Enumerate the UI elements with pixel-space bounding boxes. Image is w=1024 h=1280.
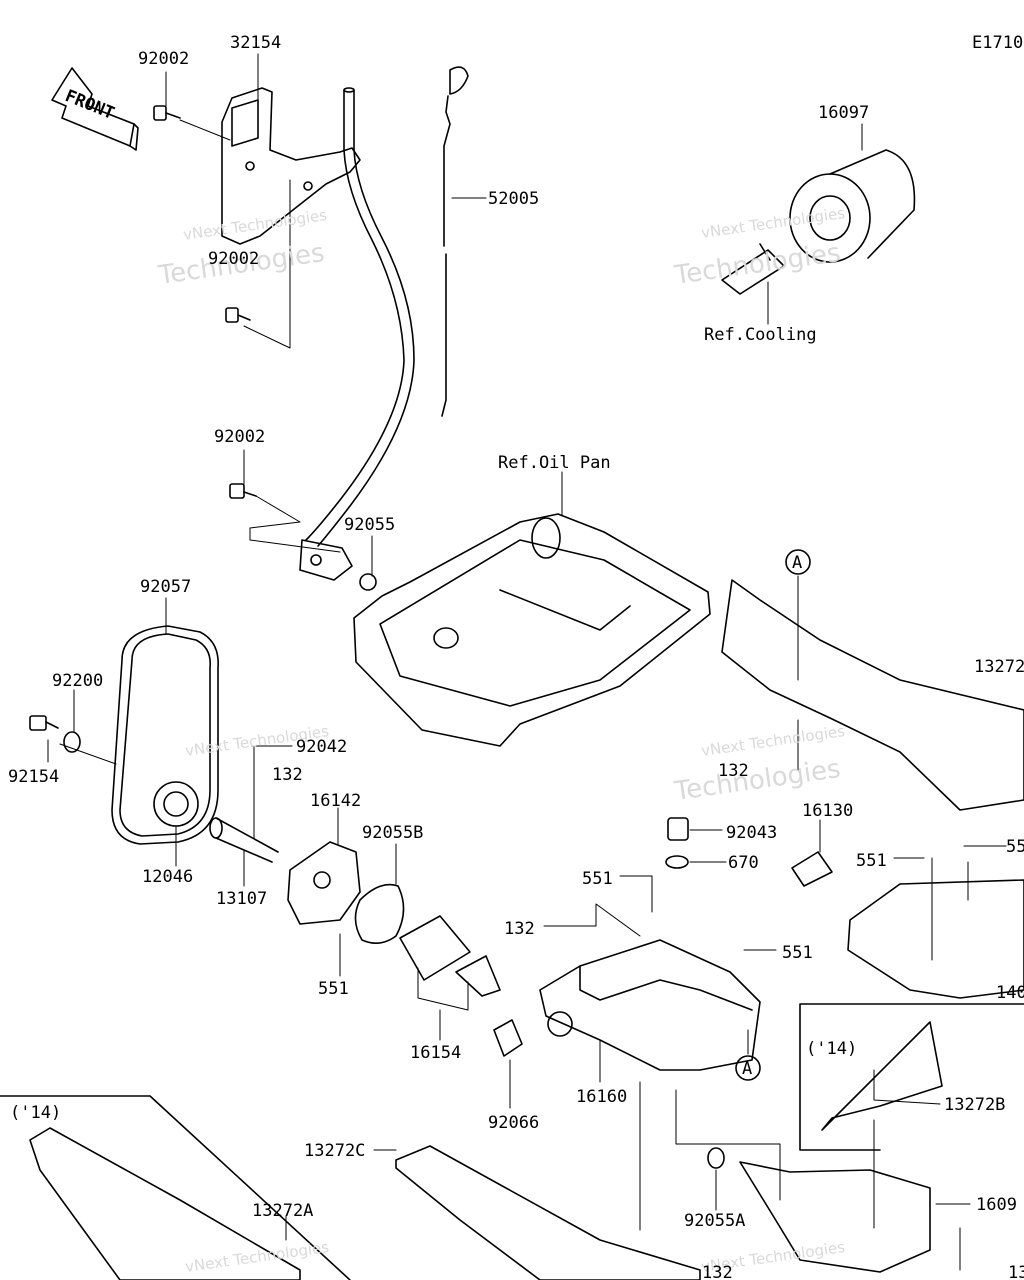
variant-box-right: [799, 1003, 1024, 1151]
ref-oil-pan-label: Ref.Oil Pan: [498, 453, 611, 473]
part-label-92055: 92055: [344, 515, 395, 535]
part-label-92042: 92042: [296, 737, 347, 757]
callout-circle-bottom: [735, 1055, 761, 1081]
part-label-92154: 92154: [8, 767, 59, 787]
watermark: vNext Technologies: [700, 722, 846, 760]
right-cover: [847, 879, 1024, 999]
part-label-55-cut: 55: [1006, 837, 1024, 857]
washer-92200: [63, 731, 81, 753]
part-label-16160: 16160: [576, 1087, 627, 1107]
variant-note: ('14): [806, 1039, 857, 1059]
oil-pan: [353, 513, 711, 747]
dipstick-tube: [299, 87, 415, 581]
part-label-92055A: 92055A: [684, 1211, 745, 1231]
part-label-132: 132: [272, 765, 303, 785]
part-label-551: 551: [582, 869, 613, 889]
part-label-13272: 13272: [974, 657, 1024, 677]
sprocket-12046: [153, 781, 199, 827]
chain-92057: [111, 625, 219, 845]
o-ring-670: [665, 855, 689, 869]
part-label-52005: 52005: [488, 189, 539, 209]
plug-92066: [493, 1019, 523, 1057]
part-label-92002: 92002: [138, 49, 189, 69]
part-label-670: 670: [728, 853, 759, 873]
plate-13272B: [821, 1021, 943, 1131]
oil-pump-16142: [287, 841, 361, 925]
rotor-16154: [399, 915, 501, 997]
part-label-12046: 12046: [142, 867, 193, 887]
bolt-92154: [29, 715, 59, 731]
part-label-16142: 16142: [310, 791, 361, 811]
bushing-92043: [667, 817, 689, 841]
bolt-92002-top: [153, 105, 181, 121]
strainer: [739, 1161, 931, 1273]
bolt-92002-mid: [225, 307, 251, 323]
part-labels: E1710 32154 92002 92002 92002 52005 1609…: [8, 33, 1024, 1280]
bracket-32154: [221, 87, 361, 245]
baffle-13272C: [395, 1145, 701, 1280]
baffle-13272-top: [721, 579, 1024, 811]
fitting-16130: [791, 851, 833, 887]
watermark: Technologies: [672, 754, 843, 807]
part-label-92002: 92002: [214, 427, 265, 447]
part-label-92043: 92043: [726, 823, 777, 843]
callout-label: A: [742, 1059, 752, 1079]
part-label-92057: 92057: [140, 577, 191, 597]
ref-cooling-label: Ref.Cooling: [704, 325, 817, 345]
part-label-1609-cut: 1609: [976, 1195, 1017, 1215]
part-label-551: 551: [318, 979, 349, 999]
pump-body-16160: [539, 939, 761, 1071]
part-label-16097: 16097: [818, 103, 869, 123]
part-label-16130: 16130: [802, 801, 853, 821]
leader-lines: [47, 53, 1007, 1271]
part-label-32154: 32154: [230, 33, 281, 53]
part-label-132: 132: [504, 919, 535, 939]
callout-circle-top: [785, 549, 811, 575]
watermark: vNext Technologies: [184, 1238, 330, 1276]
o-ring-92055: [359, 573, 377, 591]
part-label-140-cut: 140: [996, 983, 1024, 1003]
part-label-13272B: 13272B: [944, 1095, 1005, 1115]
variant-note: ('14): [10, 1103, 61, 1123]
o-ring-92055A: [707, 1147, 725, 1169]
part-label-132: 132: [702, 1263, 733, 1280]
part-label-16154: 16154: [410, 1043, 461, 1063]
front-arrow: [51, 67, 139, 151]
variant-box-left: [0, 1095, 351, 1280]
baffle-13272A: [29, 1127, 301, 1280]
part-label-13107: 13107: [216, 889, 267, 909]
dipstick-52005: [441, 66, 469, 417]
part-label-132: 132: [718, 761, 749, 781]
oil-filter-16097: [721, 149, 916, 295]
bolt-92002-low: [229, 483, 257, 499]
part-label-92200: 92200: [52, 671, 103, 691]
part-label-92055B: 92055B: [362, 823, 423, 843]
part-label-13272C: 13272C: [304, 1141, 365, 1161]
o-ring-92055B: [354, 883, 405, 944]
part-label-92002: 92002: [208, 249, 259, 269]
part-label-551: 551: [856, 851, 887, 871]
part-label-92066: 92066: [488, 1113, 539, 1133]
watermark: vNext Technologies: [700, 204, 846, 242]
part-label-551: 551: [782, 943, 813, 963]
part-label-13-cut: 13: [1008, 1263, 1024, 1280]
callout-label: A: [792, 553, 802, 573]
diagram-code: E1710: [972, 33, 1023, 53]
part-label-13272A: 13272A: [252, 1201, 313, 1221]
